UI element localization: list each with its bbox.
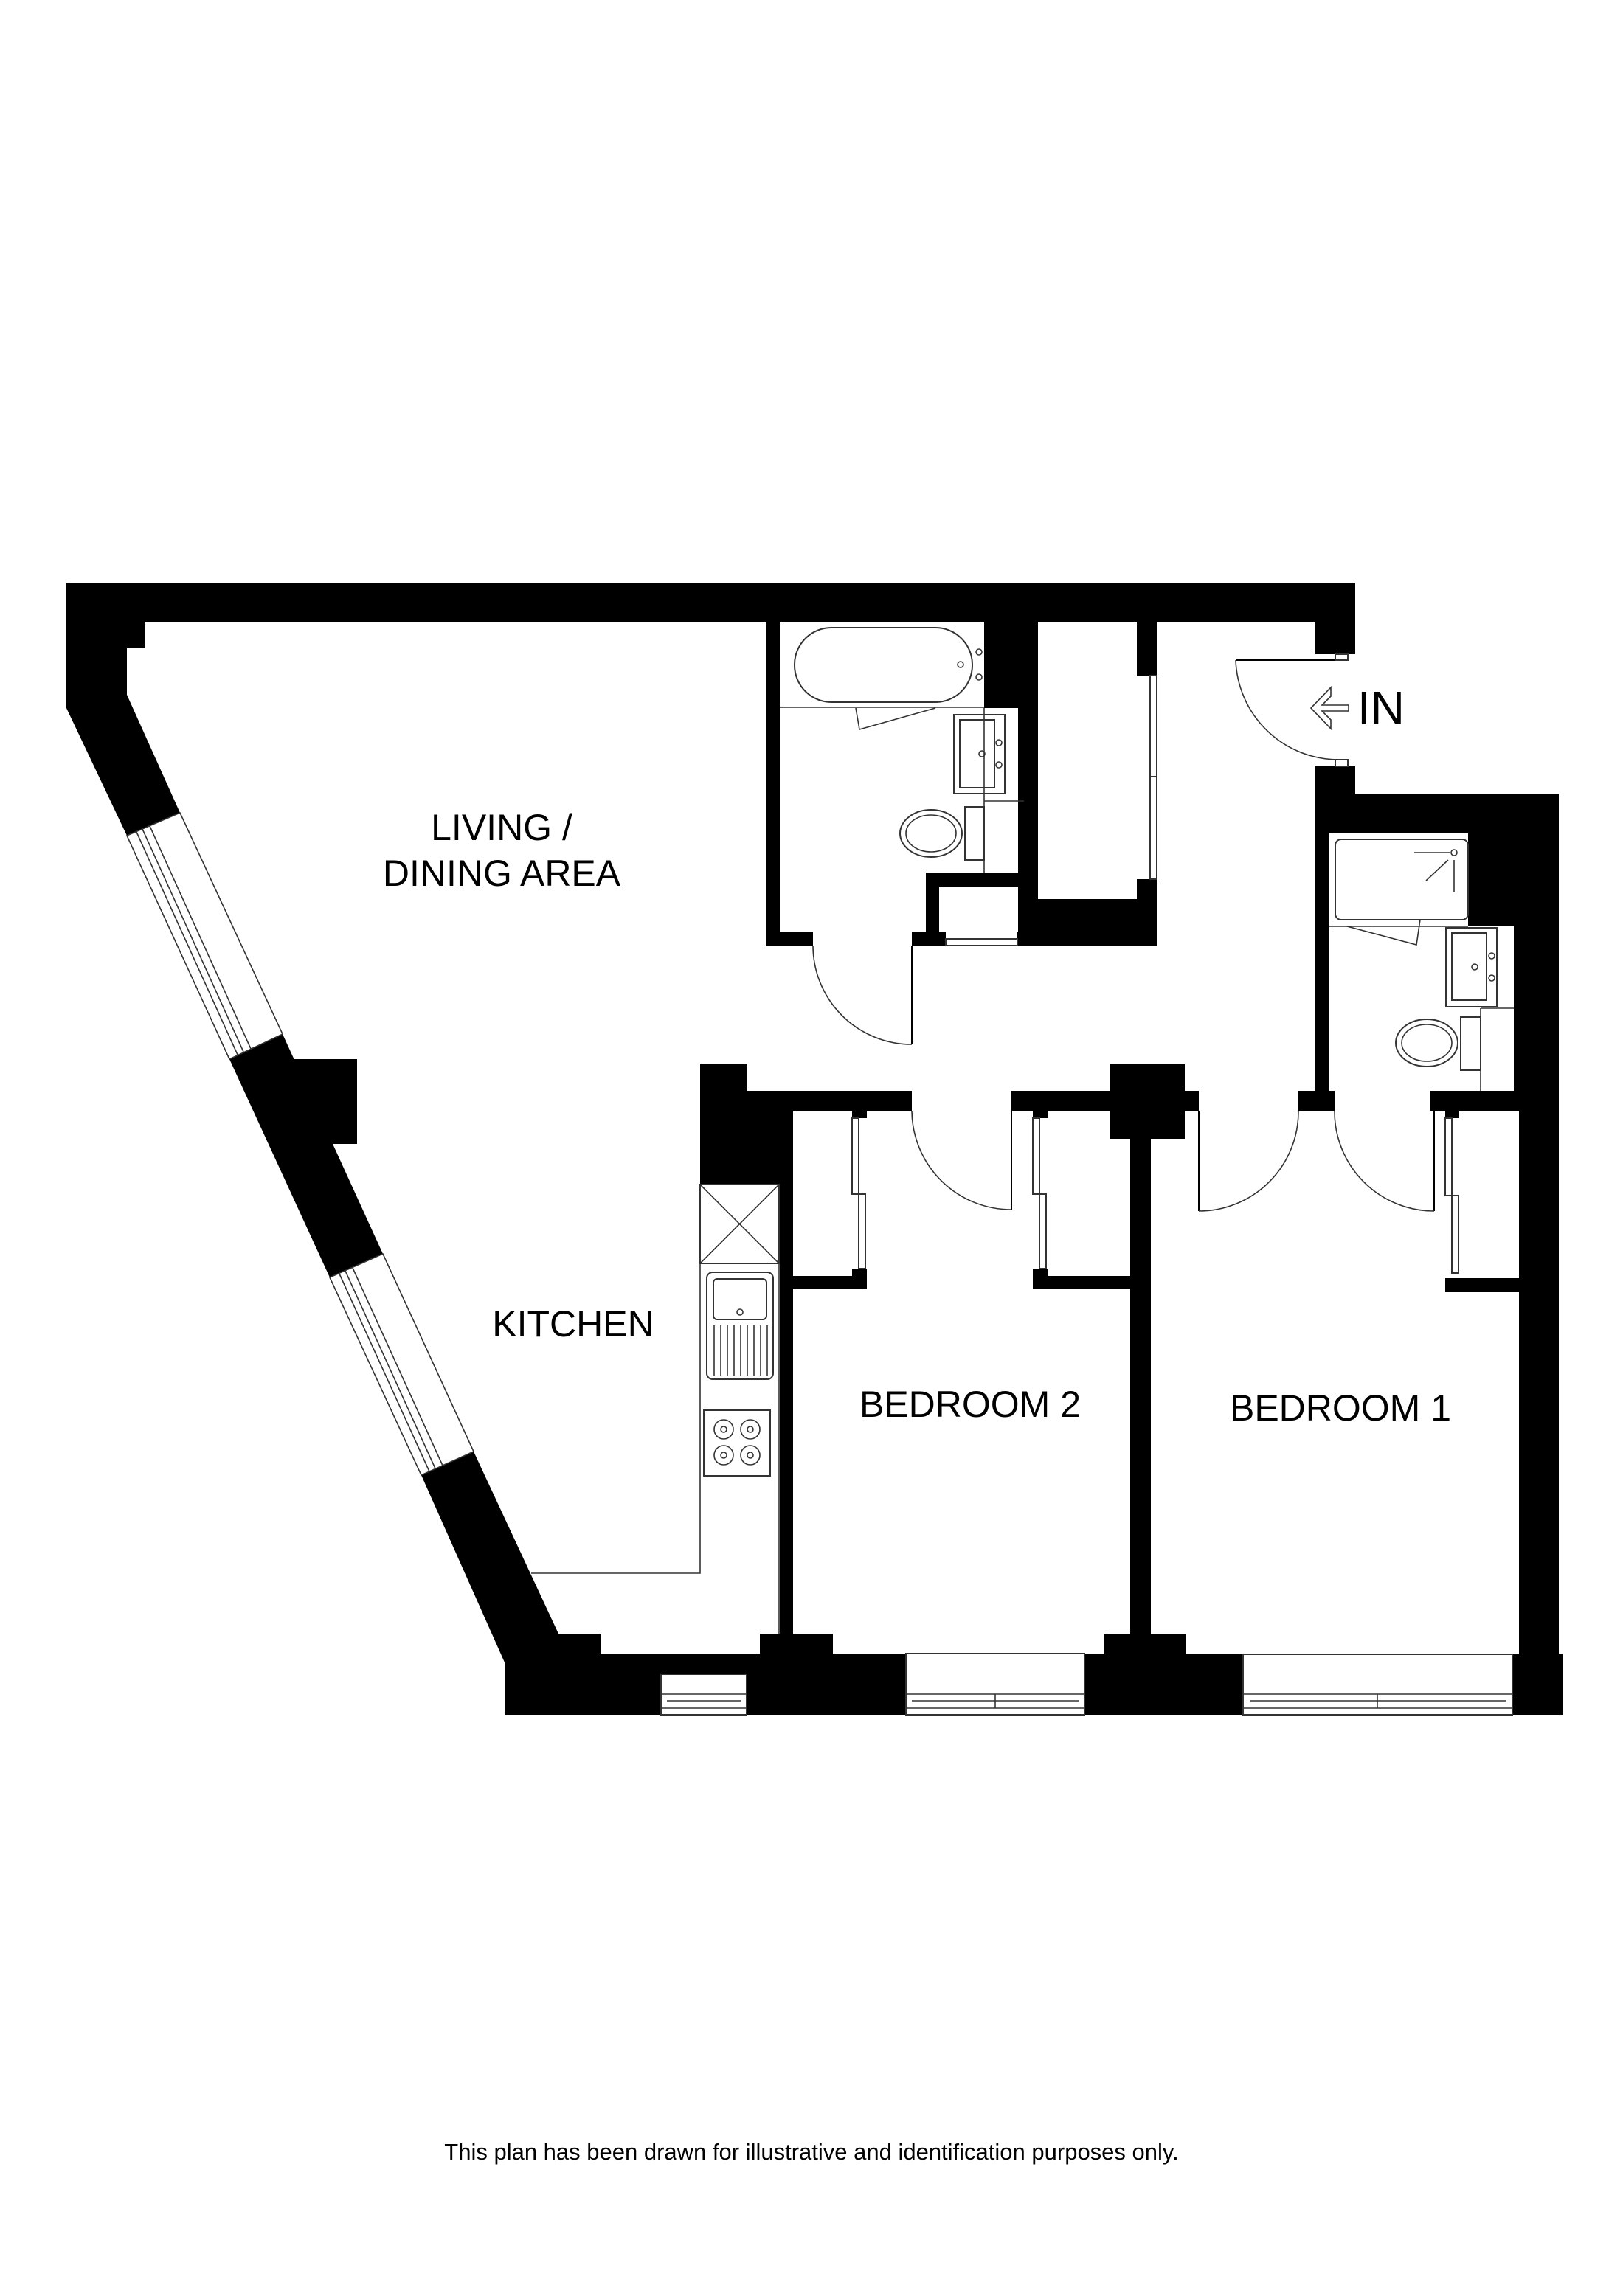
living-label-line-1: LIVING /: [431, 807, 572, 848]
fridge-icon: [699, 1184, 780, 1264]
shower-tray-icon: [1329, 839, 1469, 946]
bathroom-door[interactable]: [812, 945, 913, 1045]
bedroom-2-wardrobe-doors[interactable]: [851, 1117, 1047, 1269]
en-suite-door[interactable]: [1334, 1111, 1435, 1212]
kitchen-sink-icon: [706, 1272, 774, 1380]
cupboard-doors[interactable]: [1149, 675, 1157, 880]
bathtub-icon: [780, 627, 984, 731]
hob-icon: [703, 1409, 771, 1477]
kitchen-label: KITCHEN: [492, 1303, 654, 1345]
wash-basin-icon: [953, 708, 1024, 873]
entrance-marker: IN: [1309, 681, 1405, 735]
wc-icon: [899, 806, 985, 861]
bedroom-2-label: BEDROOM 2: [859, 1384, 1081, 1425]
walls: [66, 583, 1563, 1715]
bedroom-1-door[interactable]: [1198, 1111, 1299, 1212]
arrow-left-icon: [1309, 686, 1349, 730]
living-label-line-2: DINING AREA: [383, 853, 621, 894]
windows: [125, 811, 1513, 1716]
doors: [812, 653, 1459, 1274]
entrance-door[interactable]: [1235, 653, 1349, 767]
entrance-label: IN: [1357, 681, 1405, 735]
bedroom-1-wardrobe-doors[interactable]: [1444, 1117, 1459, 1274]
fixtures: [531, 627, 1514, 1634]
en-suite-wc-icon: [1395, 1016, 1481, 1071]
bedroom-1-label: BEDROOM 1: [1230, 1387, 1451, 1429]
disclaimer: This plan has been drawn for illustrativ…: [444, 2139, 1179, 2165]
bedroom-2-door[interactable]: [911, 1111, 1012, 1210]
room-labels: LIVING / DINING AREA KITCHEN BEDROOM 2 B…: [383, 807, 1451, 1429]
